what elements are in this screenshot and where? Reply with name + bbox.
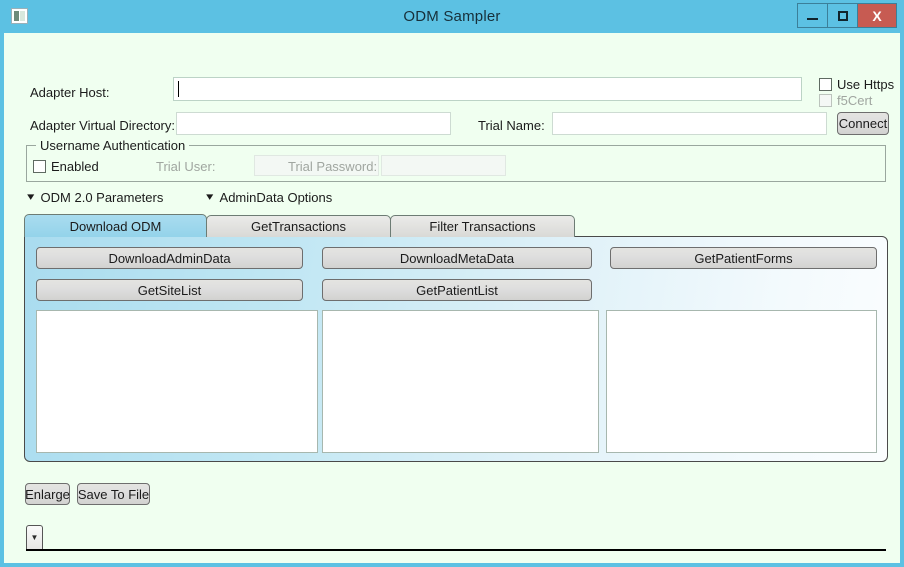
download-odm-panel: DownloadAdminData DownloadMetaData GetPa… [24, 236, 888, 462]
client-area: Adapter Host: Use Https f5Cert Adapter V… [4, 33, 900, 563]
expander-admindata-options-label: AdminData Options [219, 190, 333, 205]
left-list[interactable] [36, 310, 318, 453]
use-https-checkbox[interactable]: Use Https [819, 77, 894, 92]
download-meta-data-button[interactable]: DownloadMetaData [322, 247, 592, 269]
trial-password-label: Trial Password: [288, 159, 378, 174]
minimize-icon [807, 17, 818, 20]
expander-odm-2-0-parameters[interactable]: ▾ ODM 2.0 Parameters [27, 190, 164, 205]
f5cert-label: f5Cert [837, 93, 873, 108]
f5cert-checkbox-box[interactable] [819, 94, 832, 107]
chevron-down-icon: ▾ [206, 191, 214, 203]
bottom-dropdown-toggle[interactable]: ▼ [26, 525, 43, 549]
expander-admindata-options[interactable]: ▾ AdminData Options [206, 190, 333, 205]
adapter-host-input[interactable] [173, 77, 802, 101]
get-patient-forms-button[interactable]: GetPatientForms [610, 247, 877, 269]
close-button[interactable]: X [857, 3, 897, 28]
chevron-down-icon: ▾ [27, 191, 35, 203]
minimize-button[interactable] [797, 3, 827, 28]
expander-odm-2-0-parameters-label: ODM 2.0 Parameters [40, 190, 164, 205]
title-bar[interactable]: ODM Sampler X [0, 0, 904, 33]
text-caret [178, 81, 179, 97]
enabled-checkbox-box[interactable] [33, 160, 46, 173]
middle-list[interactable] [322, 310, 599, 453]
tab-gettransactions[interactable]: GetTransactions [206, 215, 391, 237]
username-auth-enabled-checkbox[interactable]: Enabled [33, 159, 99, 174]
app-icon [11, 8, 28, 24]
maximize-icon [837, 10, 848, 21]
username-authentication-title: Username Authentication [36, 138, 190, 153]
use-https-checkbox-box[interactable] [819, 78, 832, 91]
f5cert-checkbox[interactable]: f5Cert [819, 93, 872, 108]
use-https-label: Use Https [837, 77, 895, 92]
adapter-host-label: Adapter Host: [30, 85, 110, 100]
maximize-button[interactable] [827, 3, 857, 28]
right-list[interactable] [606, 310, 877, 453]
adapter-virtual-directory-input[interactable] [176, 112, 451, 135]
tab-filter-transactions[interactable]: Filter Transactions [390, 215, 575, 237]
get-site-list-button[interactable]: GetSiteList [36, 279, 303, 301]
bottom-separator [26, 549, 886, 551]
enabled-label: Enabled [51, 159, 99, 174]
save-to-file-button[interactable]: Save To File [77, 483, 150, 505]
username-authentication-group: Username Authentication [26, 138, 886, 182]
trial-user-label: Trial User: [156, 159, 216, 174]
adapter-virtual-directory-label: Adapter Virtual Directory: [30, 118, 175, 133]
tab-download-odm[interactable]: Download ODM [24, 214, 207, 237]
get-patient-list-button[interactable]: GetPatientList [322, 279, 592, 301]
window-title: ODM Sampler [403, 8, 501, 25]
connect-button[interactable]: Connect [837, 112, 889, 135]
trial-name-label: Trial Name: [478, 118, 545, 133]
download-admin-data-button[interactable]: DownloadAdminData [36, 247, 303, 269]
tab-strip: Download ODM GetTransactions Filter Tran… [24, 214, 575, 237]
trial-password-input[interactable] [381, 155, 506, 176]
trial-user-input[interactable] [254, 155, 379, 176]
trial-name-input[interactable] [552, 112, 827, 135]
caption-buttons: X [797, 3, 897, 28]
enlarge-button[interactable]: Enlarge [25, 483, 70, 505]
